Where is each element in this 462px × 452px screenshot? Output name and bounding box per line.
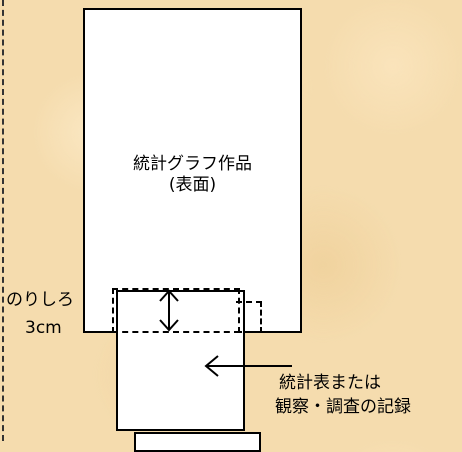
diagram-arrows bbox=[159, 289, 292, 377]
statistics-table-sheet bbox=[116, 290, 245, 431]
hidden-sheet-outline bbox=[236, 301, 262, 333]
glue-margin-size: 3cm bbox=[25, 318, 62, 338]
stats-sheet-label-line2: 観察・調査の記録 bbox=[275, 397, 411, 417]
main-sheet-title-line2: (表面) bbox=[168, 175, 217, 195]
glue-margin-outline bbox=[112, 288, 240, 333]
graph-artwork-sheet bbox=[83, 8, 302, 333]
stats-sheet-label-line1: 統計表または bbox=[279, 373, 381, 393]
page-edge-dashed-line bbox=[2, 0, 4, 441]
main-sheet-title-line1: 統計グラフ作品 bbox=[133, 154, 252, 174]
pointer-arrow bbox=[204, 355, 292, 377]
glue-margin-double-arrow bbox=[159, 289, 179, 332]
main-sheet-title: 統計グラフ作品 (表面) bbox=[83, 154, 302, 196]
glue-margin-label: のりしろ bbox=[6, 290, 74, 310]
